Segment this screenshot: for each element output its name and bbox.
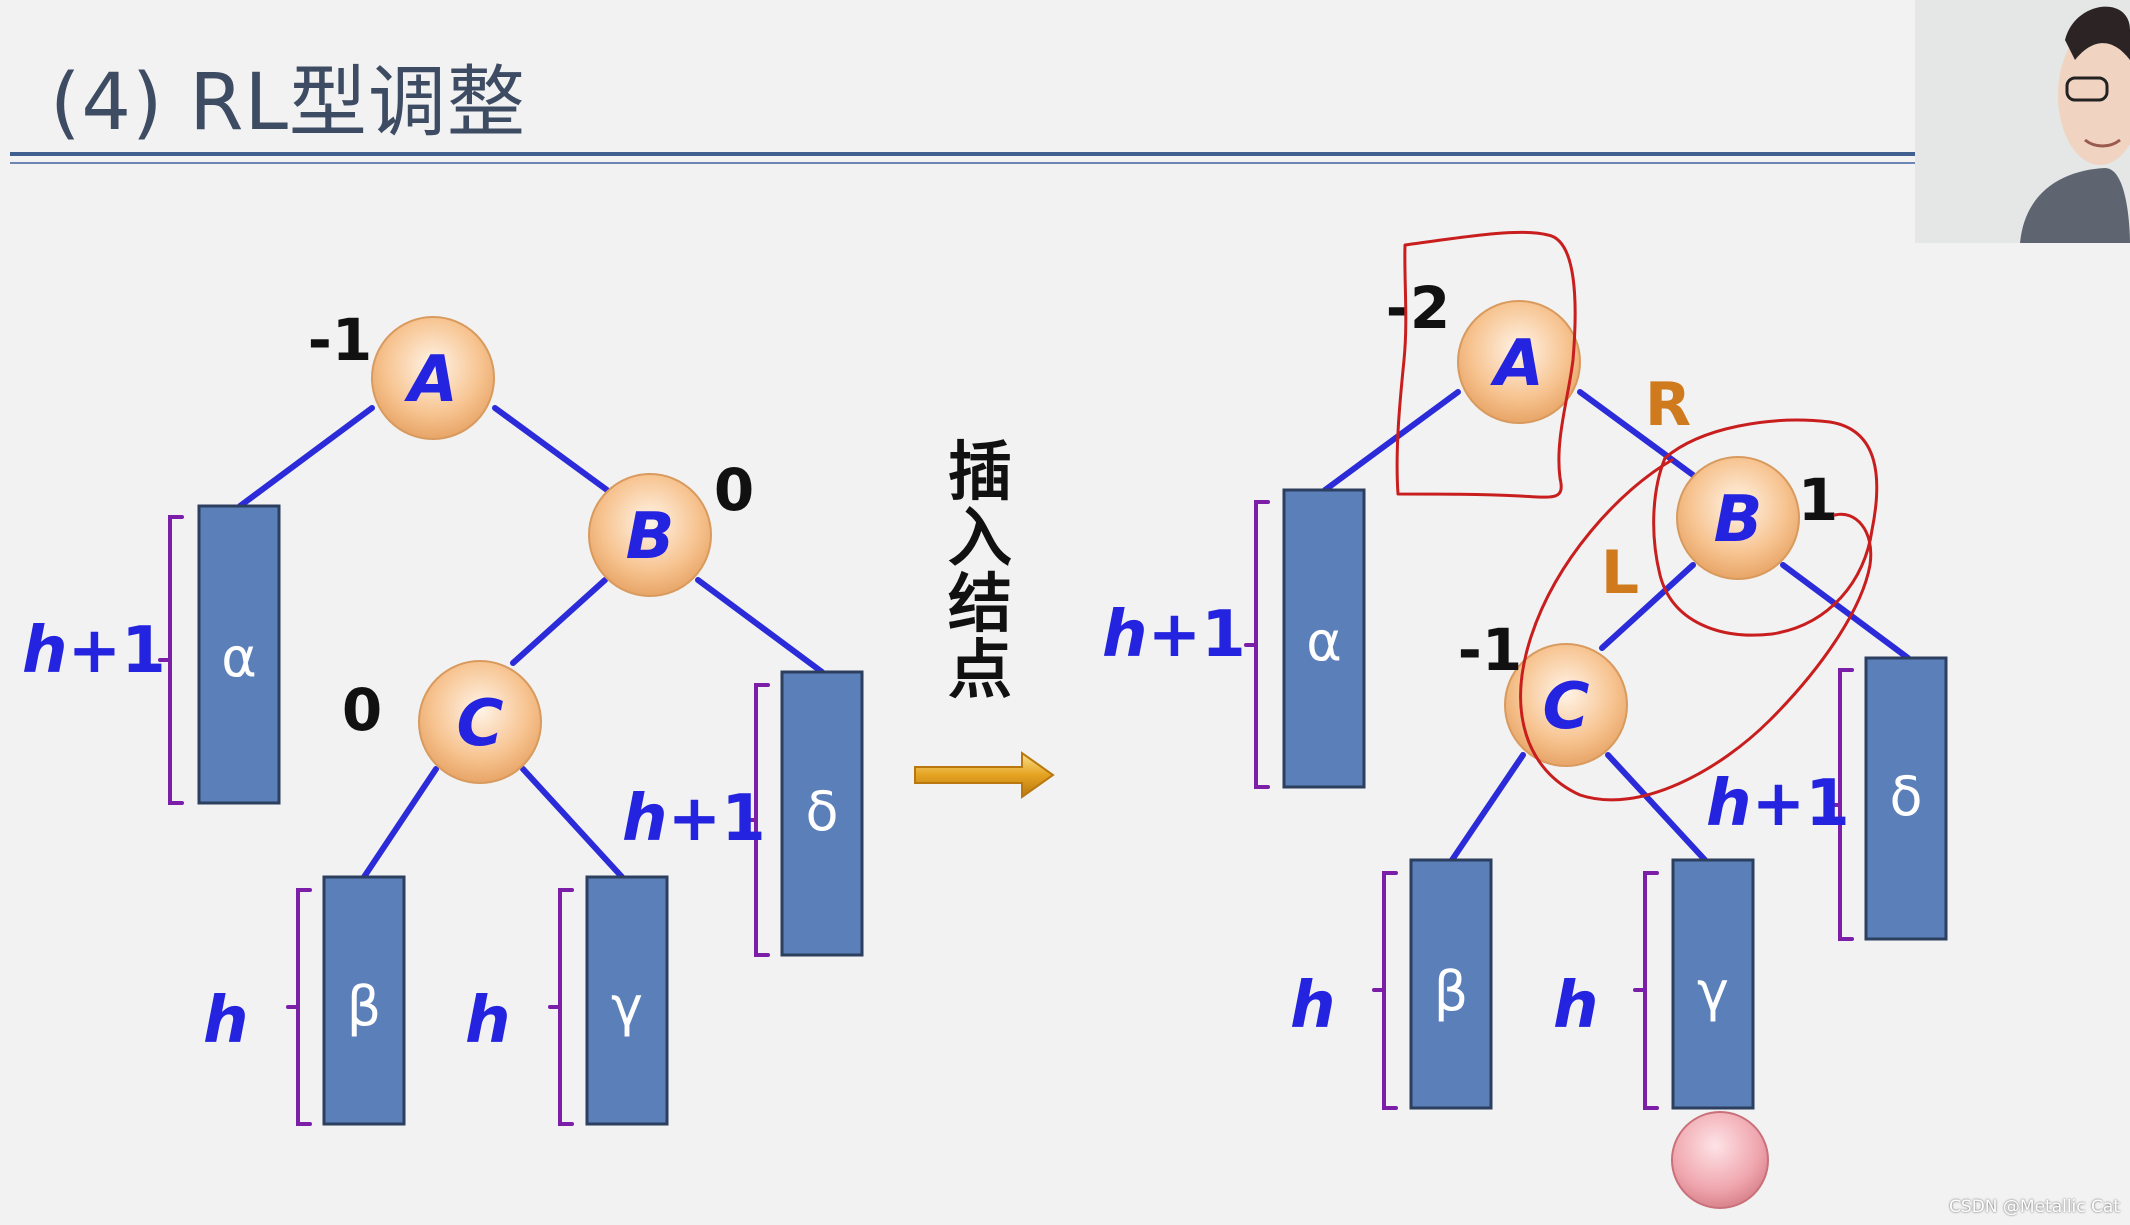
presenter-webcam (1915, 0, 2130, 243)
height-label-delta: h+1 (1706, 767, 1850, 841)
subtree-beta: β (1409, 858, 1493, 1110)
height-label-beta: h (203, 984, 249, 1058)
node-label: B (626, 500, 675, 574)
bracket-delta (1828, 668, 1854, 941)
height-label-beta: h (1290, 969, 1336, 1043)
node-b: B 0 (588, 456, 754, 597)
balance-factor: 1 (1798, 466, 1838, 534)
height-label-delta: h+1 (622, 782, 766, 856)
subtree-delta: δ (780, 670, 864, 957)
subtree-symbol: β (347, 975, 381, 1038)
subtree-gamma: γ (585, 875, 669, 1126)
edge-c-beta (361, 766, 439, 880)
node-label: A (1489, 327, 1544, 401)
balance-factor: 0 (714, 456, 754, 524)
subtree-symbol: γ (611, 975, 643, 1038)
subtree-symbol: β (1434, 960, 1468, 1023)
bracket-beta (286, 888, 312, 1126)
subtree-symbol: δ (1889, 765, 1922, 828)
height-brackets (1244, 500, 1854, 1110)
node-label: C (457, 687, 504, 761)
subtree-beta: β (322, 875, 406, 1126)
balance-factor: -1 (1458, 616, 1522, 684)
edge-b-delta (695, 577, 825, 675)
right-tree-edges (1322, 389, 1911, 863)
edge-c-beta (1449, 752, 1526, 863)
height-label-alpha: h+1 (22, 614, 166, 688)
subtree-gamma: γ (1671, 858, 1755, 1110)
subtree-alpha: α (197, 504, 281, 805)
edge-a-b (492, 405, 610, 493)
slide-title: (4) RL型调整 (50, 58, 526, 148)
subtree-alpha: α (1282, 488, 1366, 789)
node-b: B 1 (1676, 456, 1838, 580)
subtree-symbol: α (1306, 610, 1342, 673)
presenter-avatar (1915, 0, 2130, 243)
hand-annotations (1395, 230, 1879, 802)
height-brackets (158, 515, 770, 1126)
edge-b-delta (1780, 562, 1911, 661)
node-a: A -1 (308, 306, 495, 440)
annotation-box-a (1395, 230, 1577, 499)
height-label-alpha: h+1 (1102, 598, 1246, 672)
edge-a-alpha (1322, 389, 1461, 493)
subtree-delta: δ (1864, 656, 1948, 941)
insert-char: 点 (948, 634, 1012, 708)
edge-b-c (510, 577, 608, 666)
node-label: B (1714, 483, 1763, 557)
edge-a-alpha (237, 405, 375, 509)
left-tree: α δ β γ h+1 h+1 h h A (22, 306, 864, 1126)
right-tree: α δ β γ h+1 h+1 h h A -2 (1102, 274, 1948, 1209)
insert-char: 插 (948, 436, 1012, 510)
node-c: C 0 (342, 660, 542, 784)
bracket-gamma (1633, 871, 1659, 1110)
insert-arrow (914, 751, 1055, 799)
annotation-circle-b (1652, 418, 1879, 637)
watermark: CSDN @Metallic Cat (1949, 1197, 2120, 1217)
inserted-node (1671, 1111, 1769, 1209)
height-labels: h+1 h+1 h h (22, 614, 766, 1058)
node-label: C (1543, 670, 1590, 744)
node-label: A (403, 343, 458, 417)
annotation-ellipse-bc (1519, 458, 1873, 802)
height-label-gamma: h (465, 984, 511, 1058)
rotation-label-r: R (1645, 370, 1691, 440)
left-tree-edges (237, 405, 825, 880)
height-labels: h+1 h+1 h h (1102, 598, 1850, 1043)
subtree-symbol: α (221, 626, 257, 689)
insert-node-label: 插 入 结 点 (940, 440, 1020, 704)
title-rule (10, 152, 1915, 156)
title-rule-thin (10, 162, 1915, 164)
balance-factor: -2 (1386, 274, 1450, 342)
height-label-gamma: h (1553, 969, 1599, 1043)
balance-factor: 0 (342, 676, 382, 744)
subtree-symbol: δ (805, 780, 838, 843)
edge-c-gamma (1605, 752, 1708, 863)
rotation-label-l: L (1601, 538, 1639, 608)
edge-a-b (1577, 389, 1696, 478)
edge-c-gamma (520, 766, 625, 880)
bracket-gamma (548, 888, 574, 1126)
node-c: C -1 (1458, 616, 1628, 767)
subtree-symbol: γ (1697, 960, 1729, 1023)
bracket-beta (1372, 871, 1398, 1110)
bracket-alpha (1244, 500, 1270, 789)
balance-factor: -1 (308, 306, 372, 374)
bracket-delta (744, 683, 770, 957)
bracket-alpha (158, 515, 184, 805)
edge-b-c (1599, 562, 1696, 651)
insert-char: 入 (948, 502, 1012, 576)
node-a: A -2 (1386, 274, 1581, 424)
insert-char: 结 (948, 568, 1012, 642)
